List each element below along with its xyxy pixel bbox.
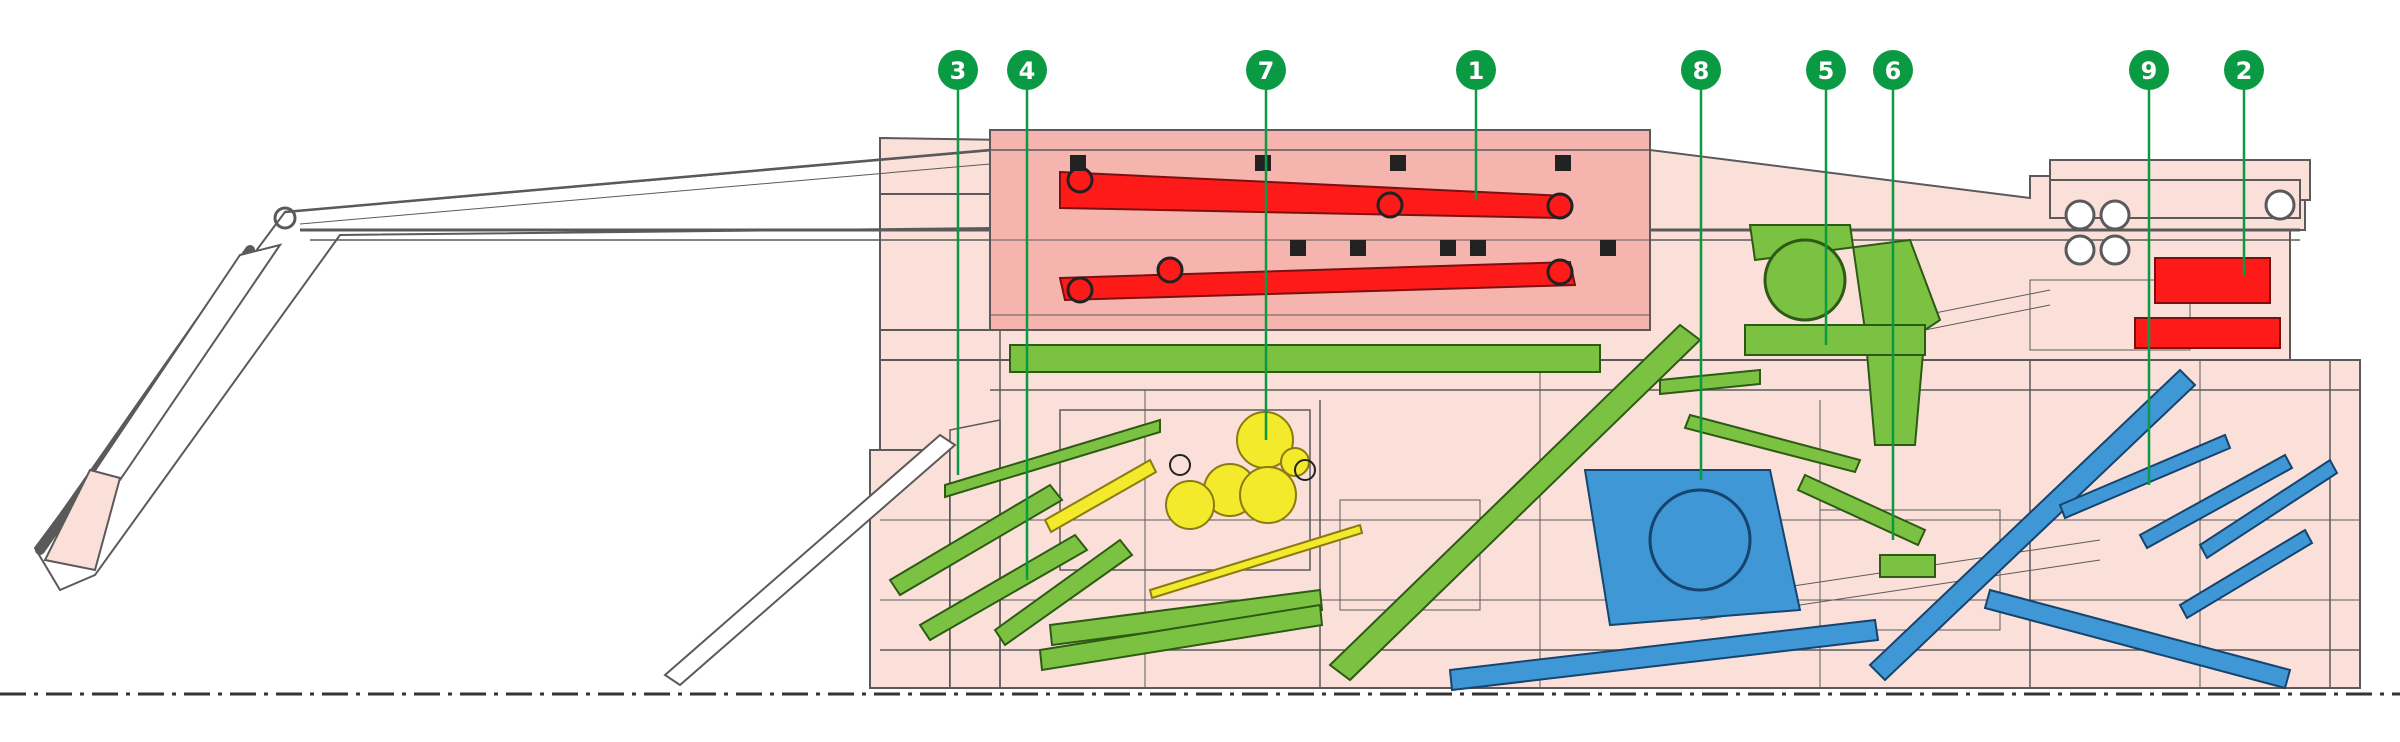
upper-screen-unit	[989, 129, 1651, 331]
callout-badge-8: 8	[1681, 50, 1721, 90]
callout-badge-7: 7	[1246, 50, 1286, 90]
callout-label: 9	[2141, 57, 2158, 85]
right-red-unit	[2049, 179, 2301, 349]
callout-label: 1	[1468, 57, 1485, 85]
callout-badge-2: 2	[2224, 50, 2264, 90]
callout-badge-5: 5	[1806, 50, 1846, 90]
callout-label: 8	[1693, 57, 1710, 85]
grey-chute	[663, 433, 957, 687]
callout-label: 7	[1258, 57, 1275, 85]
callout-badge-9: 9	[2129, 50, 2169, 90]
blue-components	[1448, 368, 2339, 692]
callout-label: 6	[1885, 57, 1902, 85]
callout-leaders	[956, 70, 2246, 580]
callout-badge-1: 1	[1456, 50, 1496, 90]
callout-label: 4	[1019, 57, 1036, 85]
callout-label: 3	[950, 57, 967, 85]
callout-badge-3: 3	[938, 50, 978, 90]
callout-badge-6: 6	[1873, 50, 1913, 90]
callout-label: 2	[2236, 57, 2253, 85]
callout-badge-4: 4	[1007, 50, 1047, 90]
callout-label: 5	[1818, 57, 1835, 85]
yellow-gears	[1043, 411, 1364, 600]
